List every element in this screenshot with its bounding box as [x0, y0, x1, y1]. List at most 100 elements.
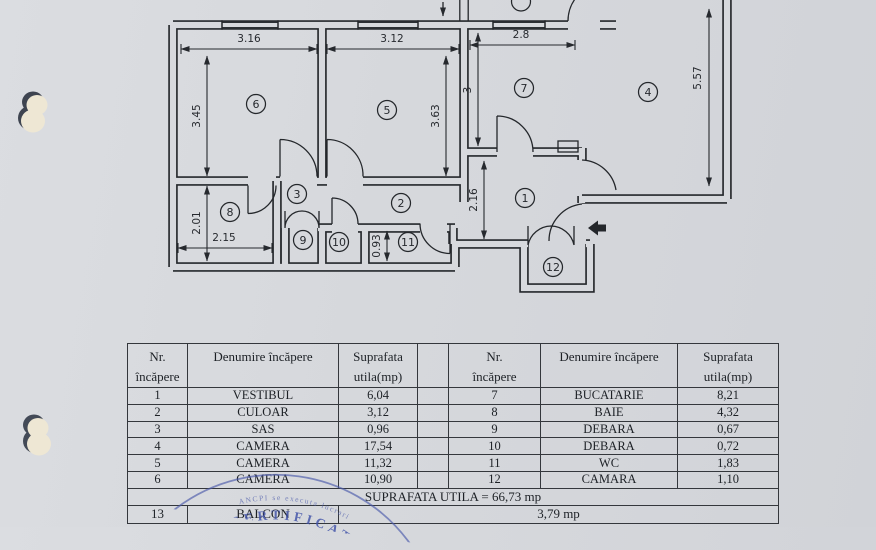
cell-area: 10,90 [338, 470, 418, 489]
punch-hole [18, 91, 48, 133]
table-row: 3 SAS 0,96 9 DEBARA 0,67 [127, 420, 779, 439]
dim-room8-height: 2.01 [191, 211, 203, 234]
gap-cell [417, 403, 449, 422]
total-row: SUPRAFATA UTILA = 66,73 mp [127, 487, 779, 506]
room-number-1: 1 [522, 192, 529, 205]
cell-area: 0,96 [338, 420, 418, 439]
cell-nr: 4 [127, 437, 188, 456]
cell-area: 8,21 [677, 387, 779, 405]
dim-room5-height: 3.63 [430, 104, 442, 127]
dim-room6-width: 3.16 [237, 33, 261, 45]
room-marker-12: 12 [542, 256, 564, 278]
cell-area: 0,67 [677, 420, 779, 439]
table-row: 5 CAMERA 11,32 11 WC 1,83 [127, 454, 779, 472]
floor-plan: 3.16 3.12 2.8 2.15 3.45 3.63 3 2.16 2.01… [168, 0, 732, 293]
room-marker-9: 9 [292, 229, 314, 251]
room-marker-3: 3 [286, 183, 308, 205]
punch-hole [23, 414, 51, 456]
cell-nr: 7 [448, 387, 541, 405]
cell-name: CULOAR [187, 403, 339, 422]
cell-nr: 8 [448, 403, 541, 422]
room-number-2: 2 [398, 197, 405, 210]
room-number-4: 4 [645, 86, 652, 99]
cell-nr: 11 [448, 454, 541, 472]
balcony-area: 3,79 mp [338, 504, 779, 524]
cell-name: CAMERA [187, 454, 339, 472]
balcony-row: 13 BALCON 3,79 mp [127, 504, 779, 524]
room-number-3: 3 [294, 188, 301, 201]
gap-cell [417, 420, 449, 439]
table-row: 1 VESTIBUL 6,04 7 BUCATARIE 8,21 [127, 387, 779, 405]
cell-name: BAIE [540, 403, 678, 422]
cell-nr: 5 [127, 454, 188, 472]
header-name-left: Denumire încăpere [187, 343, 339, 388]
gap-cell [417, 343, 449, 388]
gap-cell [417, 454, 449, 472]
total-usable-area: SUPRAFATA UTILA = 66,73 mp [127, 487, 779, 506]
dim-room5-width: 3.12 [380, 33, 403, 45]
cell-name: CAMERA [187, 437, 339, 456]
cell-nr: 2 [127, 403, 188, 422]
room-number-10: 10 [332, 236, 346, 249]
room-number-6: 6 [253, 98, 260, 111]
room-marker-11: 11 [397, 231, 419, 253]
gap-cell [417, 437, 449, 456]
cell-area: 11,32 [338, 454, 418, 472]
door-arc [247, 0, 617, 255]
cell-nr: 12 [448, 470, 541, 489]
gap-cell [417, 470, 449, 489]
table-row: 4 CAMERA 17,54 10 DEBARA 0,72 [127, 437, 779, 456]
gap-cell [417, 387, 449, 405]
room-number-8: 8 [227, 206, 234, 219]
cell-area: 6,04 [338, 387, 418, 405]
cell-area: 3,12 [338, 403, 418, 422]
table-row: 6 CAMERA 10,90 12 CAMARA 1,10 [127, 470, 779, 489]
cell-name: CAMARA [540, 470, 678, 489]
cell-area: 1,10 [677, 470, 779, 489]
walls [168, 0, 732, 293]
room-number-11: 11 [401, 236, 415, 249]
cell-name: SAS [187, 420, 339, 439]
cell-name: BUCATARIE [540, 387, 678, 405]
room-marker-10: 10 [328, 231, 350, 253]
header-nr-left: Nr.încăpere [127, 343, 188, 388]
room-marker-5: 5 [376, 99, 398, 121]
balcony-nr: 13 [127, 504, 188, 524]
dim-room4-height: 5.57 [692, 66, 704, 89]
cell-nr: 10 [448, 437, 541, 456]
dim-room7-height: 3 [462, 87, 474, 94]
room-marker-4: 4 [637, 81, 659, 103]
room-marker-7: 7 [513, 77, 535, 99]
header-name-right: Denumire încăpere [540, 343, 678, 388]
entry-arrow-icon [588, 220, 606, 236]
dimension-line [177, 8, 712, 262]
room-number-7: 7 [521, 82, 528, 95]
dim-room8-width: 2.15 [212, 232, 235, 244]
dim-room7-width: 2.8 [513, 29, 530, 41]
room-marker-8: 8 [219, 201, 241, 223]
cell-name: DEBARA [540, 437, 678, 456]
room-marker-6: 6 [245, 93, 267, 115]
window [221, 20, 546, 30]
header-nr-right: Nr.încăpere [448, 343, 541, 388]
cell-area: 17,54 [338, 437, 418, 456]
dim-room11-height: 0.93 [371, 234, 383, 257]
cell-area: 4,32 [677, 403, 779, 422]
cell-area: 0,72 [677, 437, 779, 456]
cell-name: WC [540, 454, 678, 472]
dim-vestibule-height: 2.16 [468, 188, 480, 212]
room-number-5: 5 [384, 104, 391, 117]
table-row: 2 CULOAR 3,12 8 BAIE 4,32 [127, 403, 779, 422]
room-number-12: 12 [546, 261, 560, 274]
cell-nr: 1 [127, 387, 188, 405]
dim-room6-height: 3.45 [191, 104, 203, 127]
cell-area: 1,83 [677, 454, 779, 472]
cell-name: CAMERA [187, 470, 339, 489]
cell-name: VESTIBUL [187, 387, 339, 405]
room-number-9: 9 [300, 234, 307, 247]
